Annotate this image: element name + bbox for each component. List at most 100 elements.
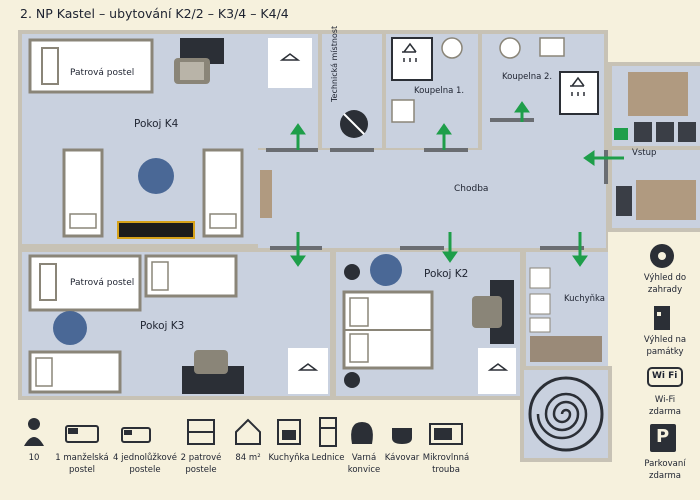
legend-label: zahrady [647,285,683,295]
legend-label: 1 manželská [55,453,109,463]
legend-label: Kuchyňka [268,453,310,463]
bathroom2-label: Koupelna 2. [502,72,553,82]
legend-label: trouba [432,465,460,475]
fridge-icon [529,267,551,289]
sink-icon [391,99,415,123]
pillow [209,213,237,229]
round-rug-k3 [53,311,87,345]
legend-kettle: Varná konvice [344,452,384,476]
legend-coffee: Kávovar [382,452,422,464]
spiral-lines [536,392,588,440]
arrow-head [290,255,306,267]
legend-single-beds: 4 jednolůžkové postele [110,452,180,476]
single-bed-icon [121,427,151,443]
lamp-icon [344,372,360,388]
spiral-stair-icon [528,376,604,452]
page-title: 2. NP Kastel – ubytování K2/2 – K3/4 – K… [20,6,289,21]
stove-icon [277,419,301,445]
door [490,118,534,122]
pillow [69,213,97,229]
room-k4-label: Pokoj K4 [134,118,179,130]
legend-label: Kávovar [384,453,420,463]
arrow-head [572,255,588,267]
pillow [151,261,169,291]
pillow [349,297,369,327]
hanger-icon [297,363,319,371]
wardrobe [268,38,312,88]
kettle-icon [351,422,373,444]
legend-label: postele [129,465,161,475]
stove-icon-oven [282,430,296,440]
room-k3-label: Pokoj K3 [140,320,185,332]
tech-room-label-wrap: Technická místnost [322,26,382,118]
table-top-right [628,72,688,116]
round-rug-k4 [138,158,174,194]
shower-icon [391,37,433,81]
door [266,148,318,152]
person-icon-body [24,437,44,446]
legend-label: Wi-Fi [654,395,676,405]
legend-label: 4 jednolůžkové [113,453,177,463]
legend-label: Lednice [311,453,345,463]
tower-icon [654,306,670,330]
person-icon [28,418,40,430]
arrow-head [514,101,530,113]
arrow-head [442,251,458,263]
legend-wifi: Wi-Fi zdarma [630,394,700,418]
kitchen-label: Kuchyňka [564,294,605,304]
legend-label: 2 patrové [180,453,222,463]
corridor-shelf [260,170,272,218]
legend-label: zdarma [649,471,681,481]
legend-label: Parkovaní [644,459,686,469]
hanger-icon [487,363,509,371]
house-icon [235,418,261,445]
legend-label: konvice [347,465,381,475]
microwave-icon [429,423,463,445]
parking-icon [650,424,676,452]
legend-label: 10 [28,453,40,463]
legend-double-bed: 1 manželská postel [52,452,112,476]
lamp-icon [344,264,360,280]
entry-label: Vstup [632,148,657,158]
legend-label: Varná [351,453,377,463]
bunk-bed-label: Patrová postel [70,278,135,288]
double-bed-icon [65,425,99,443]
legend-label: postel [69,465,95,475]
corridor-floor [258,150,606,248]
door [400,246,444,250]
flower-icon-center [658,252,666,260]
legend-monument-view: Výhled na památky [630,334,700,358]
table-bottom-right [636,180,696,220]
arrows [290,101,624,267]
microwave-icon-window [434,428,452,440]
arrow-head [436,123,452,135]
legend-icons [24,417,463,447]
legend-label: Výhled do [643,273,687,283]
tower-icon-window [657,312,661,316]
toilet-icon [499,37,521,59]
double-bed-icon-pillow [68,428,78,434]
bunk-bed-label: Patrová postel [70,68,135,78]
chair [634,122,652,142]
shower-head [402,42,417,62]
sink-icon [539,37,565,57]
legend-label: postele [185,465,217,475]
wardrobe [288,348,328,394]
pillow [35,357,53,387]
round-rug-k2 [370,254,402,286]
door [424,148,468,152]
no-entry-slash [343,113,365,135]
pillow [349,333,369,363]
stove-icon [529,293,551,315]
kitchen-counter [530,336,602,362]
door [330,148,374,152]
armchair-seat [180,62,204,80]
fridge-icon [319,417,337,447]
toilet-icon [441,37,463,59]
legend-garden-view: Výhled do zahrady [630,272,700,296]
legend-bunk-beds: 2 patrové postele [176,452,226,476]
legend-label: Výhled na [643,335,687,345]
legend-label: Mikrovlnná [422,453,470,463]
door [540,246,584,250]
